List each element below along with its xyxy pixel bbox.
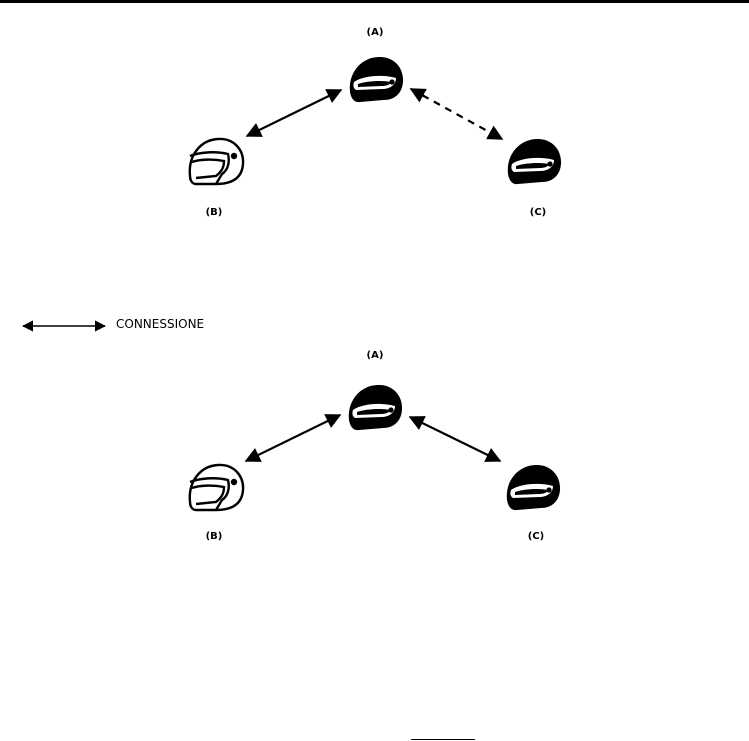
bottom-rule — [411, 739, 475, 740]
helmet-filled-icon — [508, 139, 561, 184]
legend-label: CONNESSIONE — [116, 317, 204, 331]
label-a: (A) — [367, 27, 384, 38]
connection-arrow-a-b — [246, 415, 340, 461]
label-b: (B) — [206, 207, 223, 218]
helmet-filled-icon — [349, 385, 402, 430]
helmet-outline-icon — [190, 465, 243, 510]
label-a: (A) — [367, 350, 384, 361]
helmet-filled-icon — [507, 465, 560, 510]
legend-arrow-icon — [20, 315, 110, 335]
diagram-1: (A) (B) (C) — [190, 27, 561, 218]
label-c: (C) — [530, 207, 546, 218]
helmet-outline-icon — [190, 139, 243, 184]
connection-arrow-a-c-dashed — [411, 89, 502, 139]
label-c: (C) — [528, 531, 544, 542]
label-b: (B) — [206, 531, 223, 542]
helmet-filled-icon — [350, 57, 403, 102]
connection-arrow-a-b — [247, 90, 341, 136]
connection-arrow-a-c — [410, 417, 500, 461]
diagram-2: (A) (B) (C) — [190, 350, 560, 542]
